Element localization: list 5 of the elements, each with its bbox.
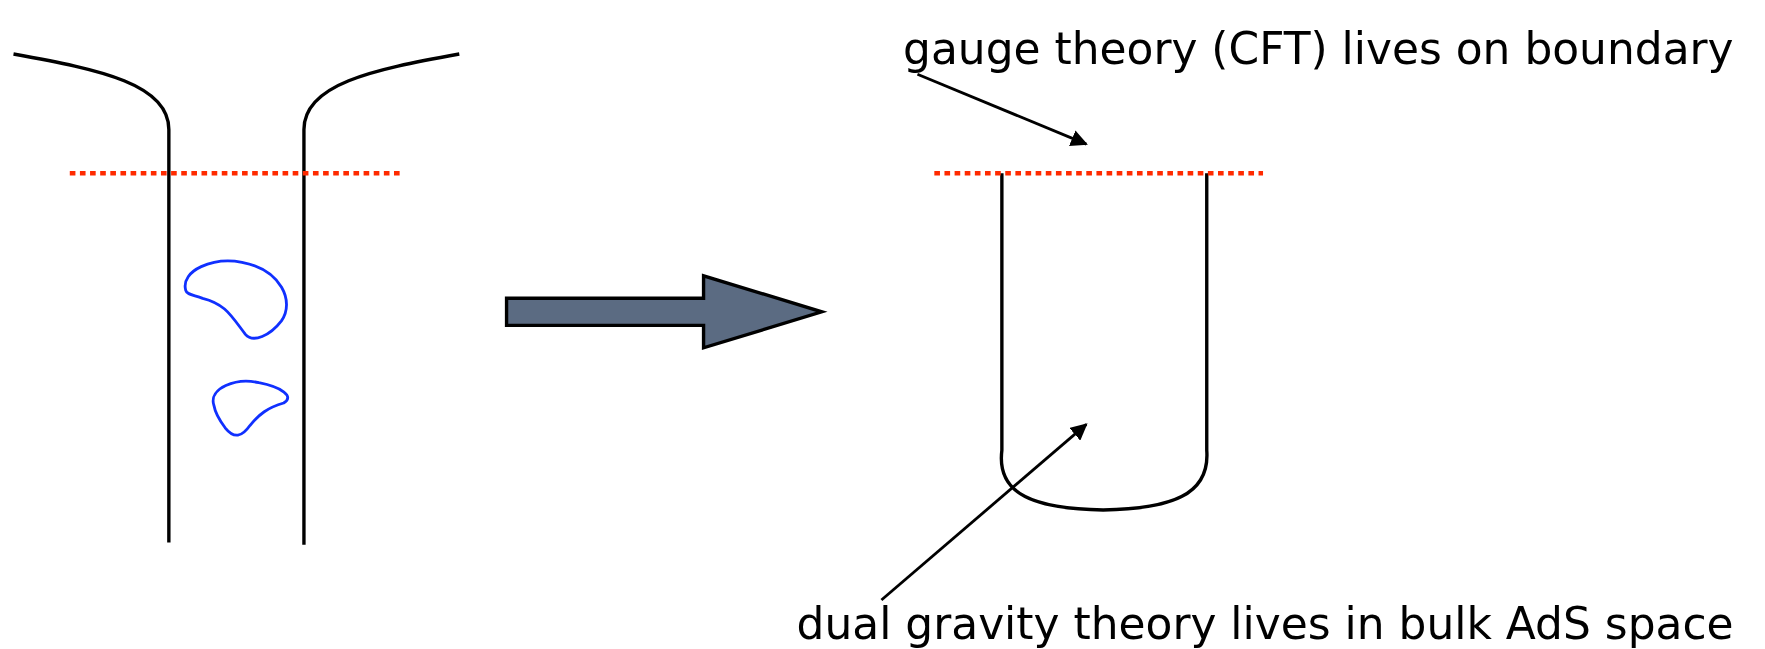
block-arrow: [504, 273, 828, 351]
leader-line: [916, 73, 1088, 147]
leader-line: [880, 423, 1088, 602]
annotation-text: dual gravity theory lives in bulk AdS space: [796, 601, 1734, 649]
annotation-text: gauge theory (CFT) lives on boundary: [903, 26, 1734, 75]
